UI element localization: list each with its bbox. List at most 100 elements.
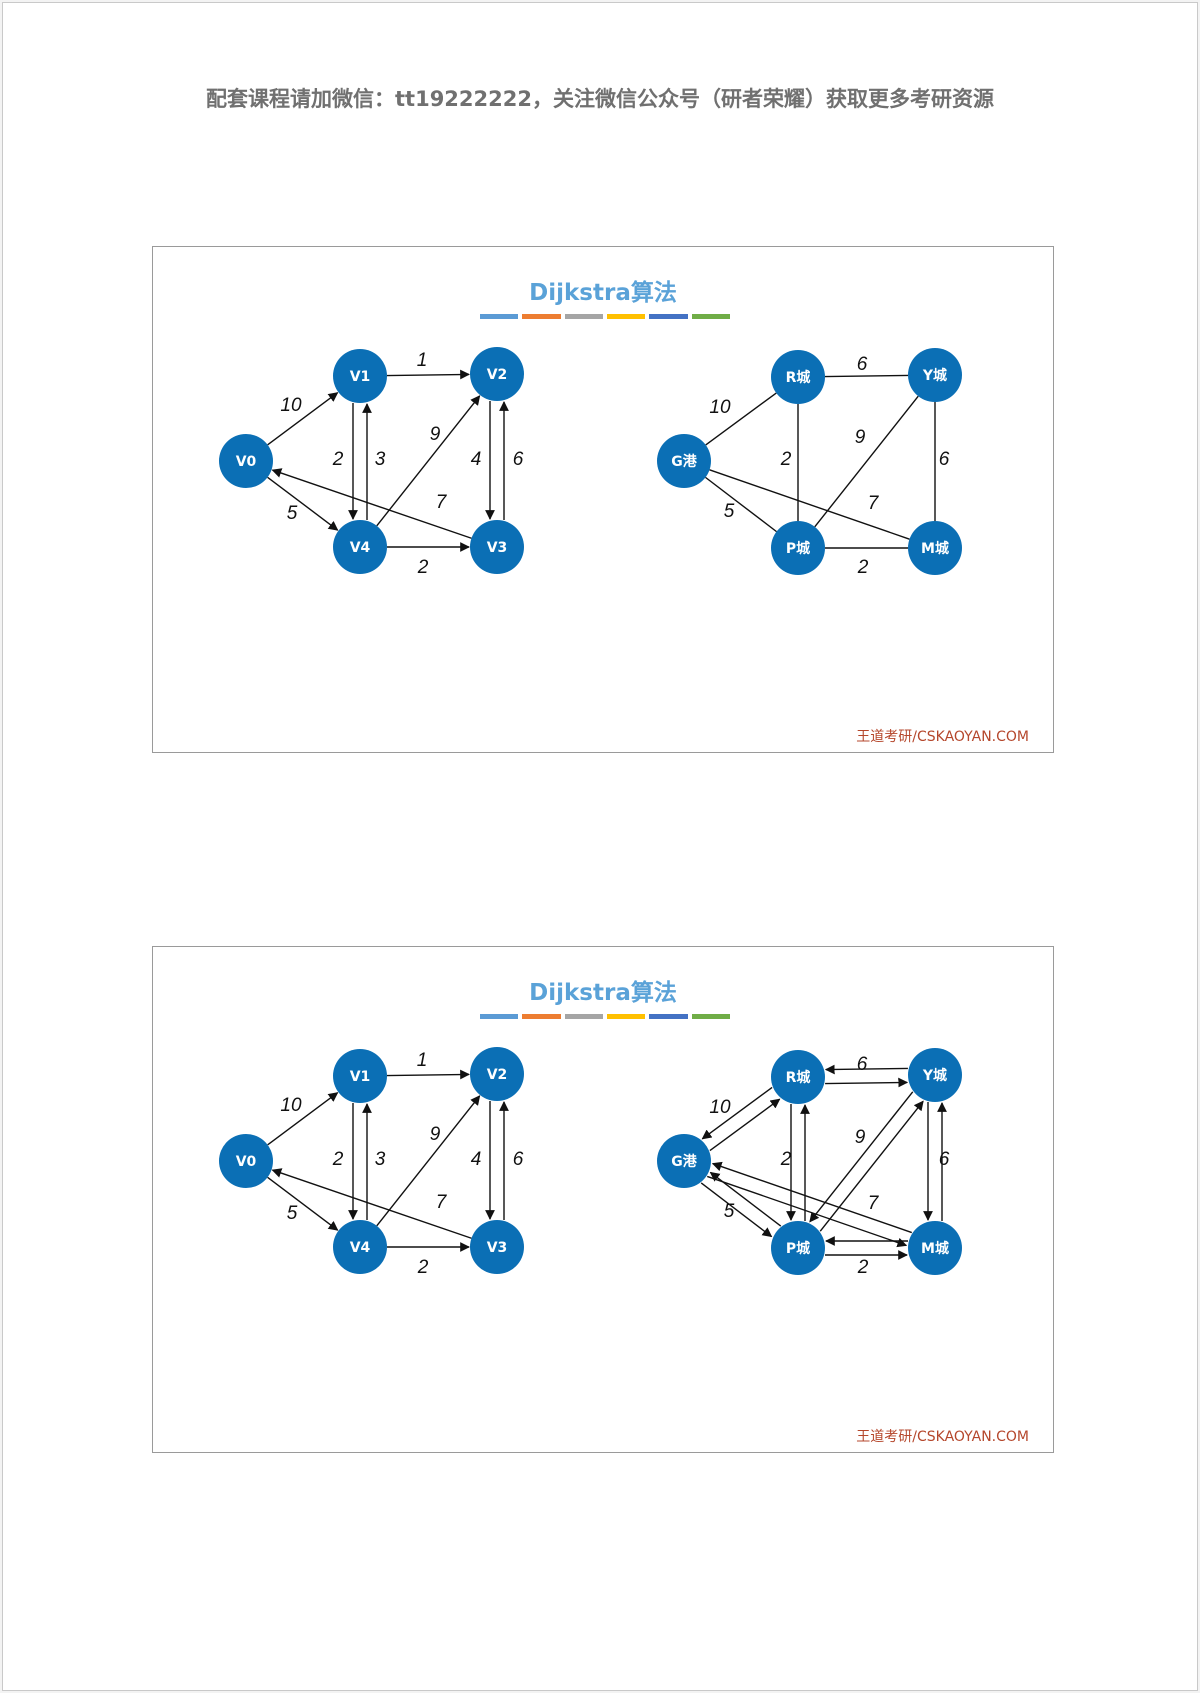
edge-weight-label: 5 [287,503,298,524]
edge-weight-label: 1 [417,350,428,371]
edge-P-Y [819,1100,924,1232]
node-label: V3 [487,1240,508,1256]
node-label: G港 [671,453,697,470]
color-bar-segment [606,1014,646,1019]
edge-weight-label: 5 [724,501,735,522]
color-bar-segment [564,1014,603,1019]
edge-R-G [701,1086,773,1140]
node-label: Y城 [922,367,947,384]
edge-V0-V1 [267,392,339,446]
edge-V1-V2 [386,1069,470,1080]
color-bar-segment [649,314,688,319]
edge-weight-label: 9 [430,1124,441,1145]
color-bar-segment [522,314,561,319]
color-bar-segment [480,1014,519,1019]
edge-weight-label: 6 [939,1149,950,1170]
edge-G-P [705,476,777,533]
edge-R-Y [824,374,909,378]
node-V1 [333,349,387,403]
edge-M-G [711,1161,913,1234]
node-V4 [333,520,387,574]
edge-weight-label: 2 [332,1149,344,1170]
edge-weight-label: 2 [780,449,792,470]
edge-weight-label: 2 [332,449,344,470]
edge-weight-label: 7 [868,1193,880,1214]
edge-G-M [709,469,910,540]
node-P [771,1221,825,1275]
edge-G-P [700,1182,773,1238]
node-label: Y城 [922,1067,947,1084]
edge-weight-label: 4 [471,1149,482,1170]
edge-G-M [706,1175,908,1248]
edge-weight-label: 3 [375,1149,386,1170]
node-V1 [333,1049,387,1103]
edge-V1-V2 [386,369,470,380]
edge-weight-label: 10 [709,1097,731,1118]
node-label: R城 [786,1069,811,1086]
edge-V0-V1 [267,1092,339,1146]
node-V0 [219,434,273,488]
node-label: R城 [786,369,811,386]
edge-Y-P [809,1091,914,1223]
slide-title: Dijkstra算法 [529,980,677,1006]
edge-V3-V0 [271,468,472,539]
node-Y [908,348,962,402]
node-V3 [470,1220,524,1274]
color-bar-segment [564,314,603,319]
edge-weight-label: 6 [513,1149,524,1170]
node-R [771,1050,825,1104]
edge-weight-label: 5 [287,1203,298,1224]
node-label: M城 [921,1240,949,1257]
node-label: V0 [236,454,257,470]
edge-weight-label: 2 [417,557,429,578]
node-label: V2 [487,367,508,383]
edge-weight-label: 2 [417,1257,429,1278]
slide-footer: 王道考研/CSKAOYAN.COM [856,1429,1029,1445]
node-V3 [470,520,524,574]
edge-V3-V0 [271,1168,472,1239]
edge-weight-label: 9 [430,424,441,445]
node-G [657,434,711,488]
edge-weight-label: 7 [436,492,448,513]
color-bar-segment [691,1014,730,1019]
color-bar-segment [691,314,730,319]
node-label: V0 [236,1154,257,1170]
color-bar-segment [649,1014,688,1019]
slide-title: Dijkstra算法 [529,280,677,306]
node-V2 [470,347,524,401]
edge-G-R [705,392,777,446]
edge-R-Y [825,1077,909,1088]
node-label: G港 [671,1153,697,1170]
slide-footer: 王道考研/CSKAOYAN.COM [856,729,1029,745]
node-label: V4 [350,540,371,556]
slide-color-bar [480,314,730,319]
edge-weight-label: 4 [471,449,482,470]
edge-weight-label: 6 [857,354,868,375]
edge-weight-label: 2 [857,1257,869,1278]
edge-P-Y [814,395,919,528]
edge-weight-label: 7 [436,1192,448,1213]
edge-P-G [709,1171,782,1227]
node-label: V1 [350,369,371,385]
node-M [908,1221,962,1275]
page-header: 配套课程请加微信：tt19222222，关注微信公众号（研者荣耀）获取更多考研资… [206,87,994,111]
node-V4 [333,1220,387,1274]
edge-weight-label: 1 [417,1050,428,1071]
node-label: V2 [487,1067,508,1083]
node-V2 [470,1047,524,1101]
edge-weight-label: 10 [709,397,731,418]
edge-V0-V4 [267,1176,339,1231]
edge-weight-label: 2 [780,1149,792,1170]
node-label: P城 [786,1240,810,1257]
edge-V0-V4 [267,476,339,531]
color-bar-segment [522,1014,561,1019]
slide-color-bar [480,1014,730,1019]
node-label: V4 [350,1240,371,1256]
node-label: V1 [350,1069,371,1085]
node-P [771,521,825,575]
